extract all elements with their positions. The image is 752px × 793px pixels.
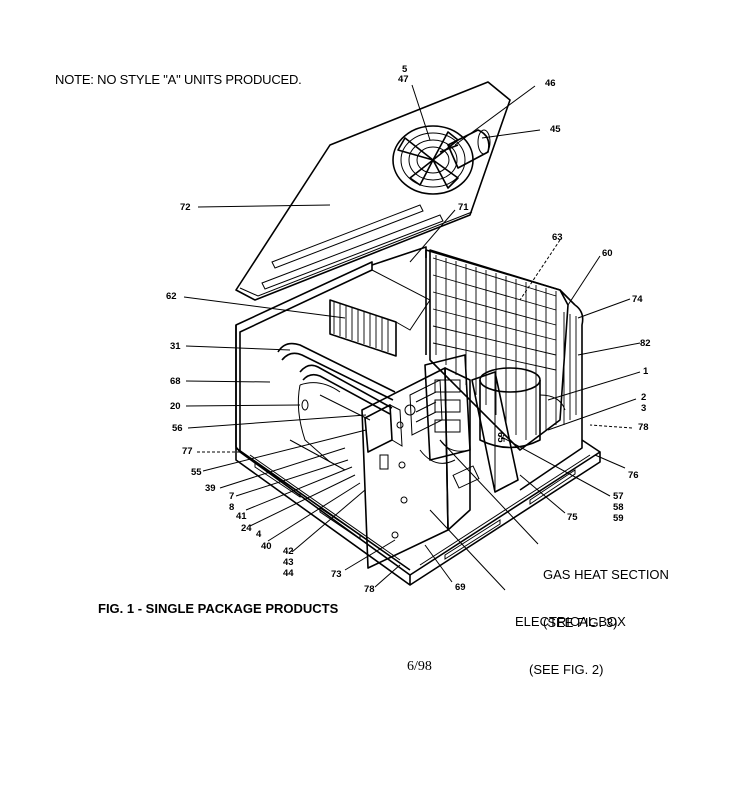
label-2: 2 xyxy=(641,392,646,403)
label-20: 20 xyxy=(170,401,181,412)
electrical-box-title: ELECTRICAL BOX xyxy=(515,614,626,629)
leader-lines xyxy=(183,84,641,591)
label-8: 8 xyxy=(229,502,234,513)
partition-panel xyxy=(471,371,519,493)
label-41: 41 xyxy=(236,511,247,522)
label-39: 39 xyxy=(205,483,216,494)
label-77: 77 xyxy=(182,446,193,457)
label-31: 31 xyxy=(170,341,181,352)
blower-housing xyxy=(289,382,346,471)
label-74: 74 xyxy=(632,294,643,305)
label-58: 58 xyxy=(613,502,624,513)
label-3: 3 xyxy=(641,403,646,414)
label-24: 24 xyxy=(241,523,252,534)
evaporator-coil xyxy=(329,269,431,357)
label-55: 55 xyxy=(191,467,202,478)
electrical-box-callout: ELECTRICAL BOX (SEE FIG. 2) xyxy=(515,582,626,710)
note-text: NOTE: NO STYLE "A" UNITS PRODUCED. xyxy=(55,72,302,87)
label-43: 43 xyxy=(283,557,294,568)
label-75: 75 xyxy=(567,512,578,523)
label-46: 46 xyxy=(545,78,556,89)
label-73: 73 xyxy=(331,569,342,580)
label-76: 76 xyxy=(628,470,639,481)
label-71: 71 xyxy=(458,202,469,213)
label-47: 47 xyxy=(398,74,409,85)
part-labels: 5 47 46 45 72 71 63 60 74 62 82 31 1 68 … xyxy=(166,64,651,595)
label-62: 62 xyxy=(166,291,177,302)
condenser-coil xyxy=(429,249,577,451)
label-78-right: 78 xyxy=(638,422,649,433)
revision-date: 6/98 xyxy=(407,659,432,674)
label-72: 72 xyxy=(180,202,191,213)
label-40: 40 xyxy=(261,541,272,552)
heat-exchanger-tubes xyxy=(277,342,396,421)
label-45: 45 xyxy=(550,124,561,135)
label-63: 63 xyxy=(552,232,563,243)
label-1: 1 xyxy=(643,366,649,377)
gas-heat-title: GAS HEAT SECTION xyxy=(543,567,669,582)
label-82: 82 xyxy=(640,338,651,349)
control-panel xyxy=(361,367,471,569)
compressor xyxy=(479,367,566,449)
label-78-bottom: 78 xyxy=(364,584,375,595)
label-57: 57 xyxy=(613,491,624,502)
label-5: 5 xyxy=(402,64,408,75)
label-42: 42 xyxy=(283,546,294,557)
label-4: 4 xyxy=(256,529,262,540)
label-65: 65 xyxy=(495,432,506,443)
top-panel xyxy=(235,81,511,301)
gas-heat-callout: GAS HEAT SECTION (SEE FIG. 3) xyxy=(543,535,669,663)
label-60: 60 xyxy=(602,248,613,259)
label-69: 69 xyxy=(455,582,466,593)
label-68: 68 xyxy=(170,376,181,387)
figure-caption: FIG. 1 - SINGLE PACKAGE PRODUCTS xyxy=(98,601,339,616)
electrical-box-ref: (SEE FIG. 2) xyxy=(529,662,604,677)
label-7: 7 xyxy=(229,491,234,502)
label-56: 56 xyxy=(172,423,183,434)
label-44: 44 xyxy=(283,568,294,579)
condenser-fan-assembly xyxy=(392,125,491,195)
gas-heat-ref: (SEE FIG. 3) xyxy=(543,615,618,630)
label-59: 59 xyxy=(613,513,624,524)
gas-valve-assembly xyxy=(419,354,480,489)
